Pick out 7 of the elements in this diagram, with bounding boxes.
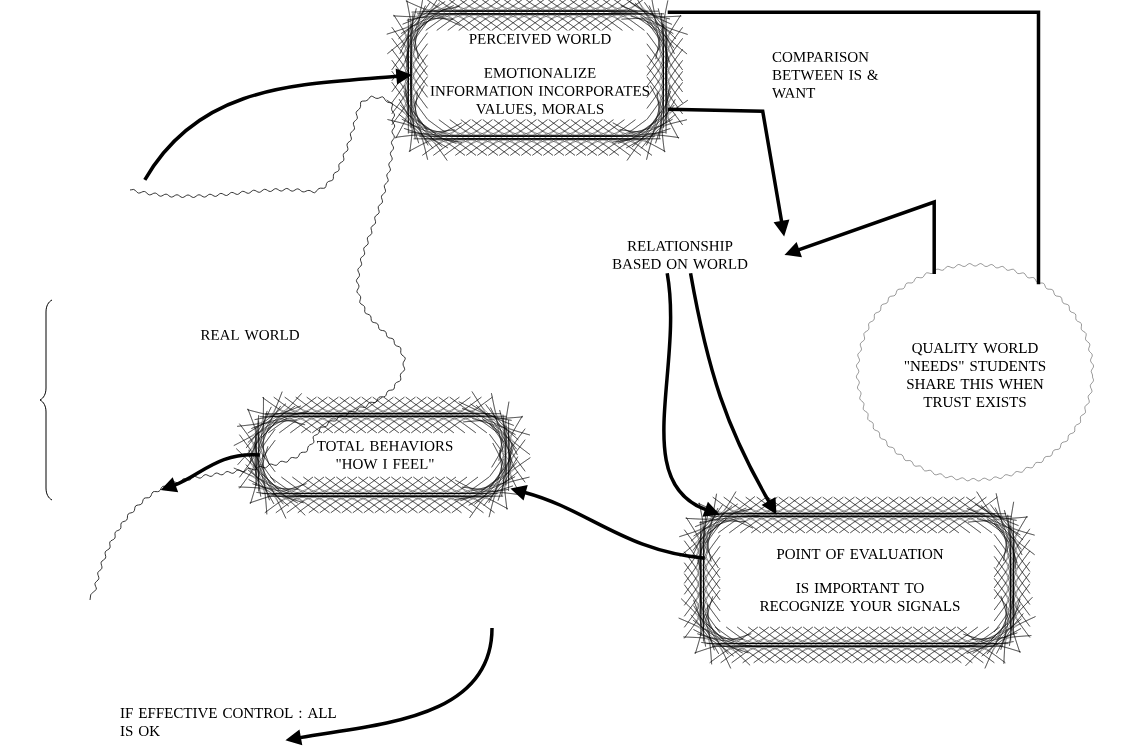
text-label: COMPARISON BETWEEN IS & WANT (772, 51, 879, 99)
thought-cloud: QUALITY WORLD "NEEDS" STUDENTS SHARE THIS WHEN TRUST EXISTS (856, 263, 1094, 482)
text-label: IF EFFECTIVE CONTROL : ALL IS OK (120, 707, 336, 737)
thought-cloud: POINT OF EVALUATION IS IMPORTANT TO RECOGNIZE YOUR SIGNALS (678, 491, 1036, 669)
text-label: RELATIONSHIP BASED ON WORLD (612, 240, 748, 270)
thought-cloud: PERCEIVED WORLD EMOTIONALIZE INFORMATION INCORPORATES VALUES, MORALS (386, 0, 689, 161)
thought-cloud: TOTAL BEHAVIORS "HOW I FEEL" (233, 391, 531, 519)
